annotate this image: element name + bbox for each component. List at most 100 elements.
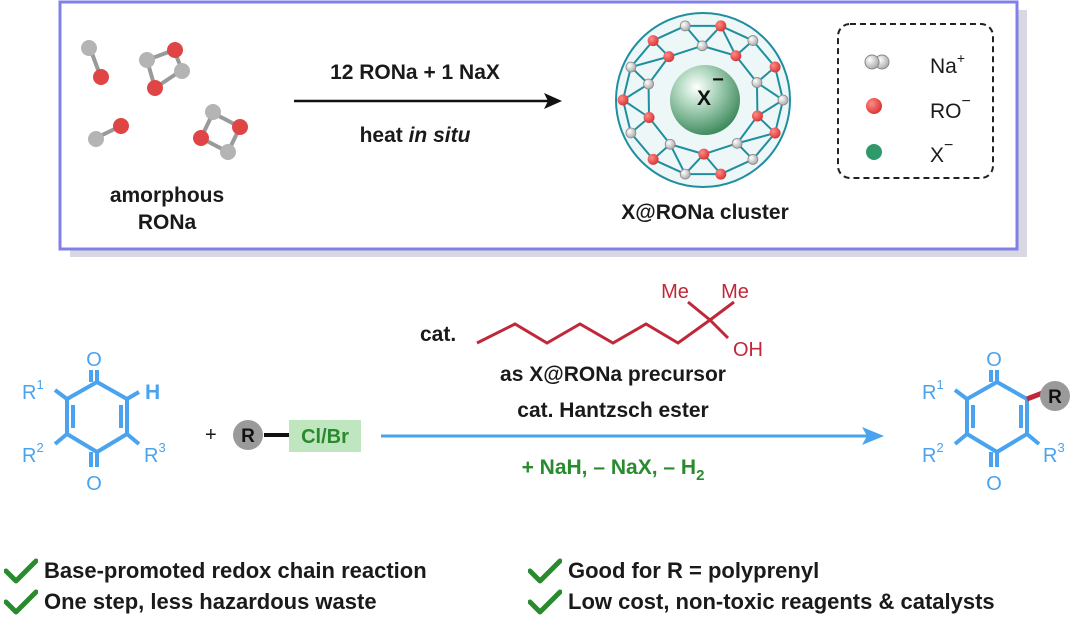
top-panel: amorphous RONa 12 RONa + 1 NaX heat in s… [58, 0, 1027, 257]
reactant-o-bottom: O [86, 473, 102, 495]
cluster-ro-atom [715, 20, 727, 32]
cluster-bond [774, 66, 784, 101]
check-text-one-step: One step, less hazardous waste [44, 589, 377, 614]
cluster-na-atom [731, 137, 743, 149]
cluster-na-atom [679, 20, 691, 32]
product-quinone [953, 370, 1041, 467]
product-o-bottom: O [986, 473, 1002, 495]
alcohol-chain [476, 318, 711, 345]
check-icon [4, 558, 38, 584]
cluster-bond [630, 39, 654, 68]
methyl-bond-1 [687, 300, 711, 322]
cluster-bond [701, 44, 737, 57]
reactant-quinone [53, 370, 141, 467]
cluster-bond [647, 56, 670, 85]
halide-label: X [697, 87, 711, 110]
legend-na-symbol-2 [864, 54, 880, 70]
cluster-na-atom [664, 138, 676, 150]
cluster-ro-atom [715, 168, 727, 180]
legend-na-label: Na+ [930, 50, 965, 78]
halide-highlight [289, 420, 361, 452]
cluster-ro-atom [769, 127, 781, 139]
cluster-bond [668, 44, 703, 58]
halide-sphere [670, 65, 740, 135]
product-r-circle [1040, 381, 1070, 411]
plus-sign: + [205, 424, 217, 446]
r-group-circle [233, 420, 263, 450]
reactant-r2: R2 [22, 440, 44, 467]
cluster-na-atom [643, 78, 654, 90]
cluster-caption: X@RONa cluster [621, 201, 789, 224]
cluster-bond [652, 158, 686, 176]
cluster-na-atom [679, 168, 691, 180]
cluster-ro-atom [643, 111, 655, 123]
cluster-bond [752, 132, 776, 161]
product-labels: O O R1 R2 R3 [922, 349, 1065, 495]
cluster-bond [719, 25, 737, 57]
hantzsch-line: cat. Hantzsch ester [517, 399, 708, 422]
cluster-na-atom [747, 35, 759, 46]
check-icon [528, 558, 562, 584]
product-r1: R1 [922, 377, 944, 404]
synthesis-arrow-head [544, 93, 562, 109]
amorphous-label-2: RONa [138, 211, 197, 234]
cluster-bond [648, 116, 671, 145]
cluster-atoms [617, 20, 789, 180]
cluster-na-atom [625, 127, 637, 139]
cluster-na-atom [777, 94, 789, 106]
r-group-label: R [241, 426, 255, 447]
cluster-bond [735, 55, 758, 84]
cluster-ro-atom [730, 50, 742, 62]
legend-x-symbol [866, 144, 882, 160]
cluster-ro-atom [647, 153, 659, 165]
amorphous-label-1: amorphous [110, 184, 224, 207]
cluster-bond [736, 132, 776, 145]
reactant-h: H [145, 381, 160, 404]
hydroxyl-label: OH [733, 339, 763, 361]
cluster-bond [669, 143, 705, 156]
cluster-graphic: X − [615, 12, 791, 188]
legend: Na+ RO− X− [837, 23, 994, 179]
cluster-ro-atom [751, 110, 763, 122]
cluster-bond [720, 158, 754, 176]
cluster-bond [736, 115, 759, 144]
arrow-reagents: 12 RONa + 1 NaX [330, 61, 500, 84]
cluster-bond [774, 99, 784, 134]
cluster-ro-atom [647, 35, 659, 47]
methyl-label-1: Me [661, 281, 689, 303]
hydroxyl-bond [708, 318, 730, 340]
legend-ro-symbol [866, 98, 882, 114]
product-r2: R2 [922, 440, 944, 467]
cluster-ro-atom [617, 94, 629, 106]
check-text-redox: Base-promoted redox chain reaction [44, 558, 427, 583]
cluster-ro-atom [698, 148, 710, 160]
product-r3: R3 [1043, 440, 1065, 467]
cluster-na-atom [751, 77, 763, 88]
cluster-bond [752, 39, 776, 68]
product-r-label: R [1048, 387, 1062, 408]
reactant-r3: R3 [144, 440, 166, 467]
cluster-na-atom [747, 154, 759, 165]
check-item-low-cost: Low cost, non-toxic reagents & catalysts [528, 589, 995, 615]
cluster-bond [703, 142, 738, 156]
cluster-ro-atom [769, 61, 781, 73]
precursor-line: as X@RONa precursor [500, 363, 726, 386]
reactant-r1: R1 [22, 377, 44, 404]
cluster-bond [622, 99, 632, 134]
nah-line: + NaH, – NaX, – H2 [522, 456, 705, 484]
legend-ro-label: RO− [930, 93, 971, 123]
legend-x-label: X− [930, 137, 953, 167]
arrow-condition: heat in situ [360, 124, 471, 147]
amorphous-fragments [81, 40, 248, 160]
cluster-bond [652, 24, 686, 42]
methyl-bond-2 [709, 300, 735, 322]
cluster-na-atom [696, 40, 708, 52]
check-text-low-cost: Low cost, non-toxic reagents & catalysts [568, 589, 995, 614]
check-icon [528, 589, 562, 615]
cluster-bond [622, 66, 632, 101]
cluster-bond [630, 55, 670, 68]
check-icon [4, 589, 38, 615]
cat-label: cat. [420, 323, 456, 346]
reaction-arrow-head [862, 427, 884, 445]
